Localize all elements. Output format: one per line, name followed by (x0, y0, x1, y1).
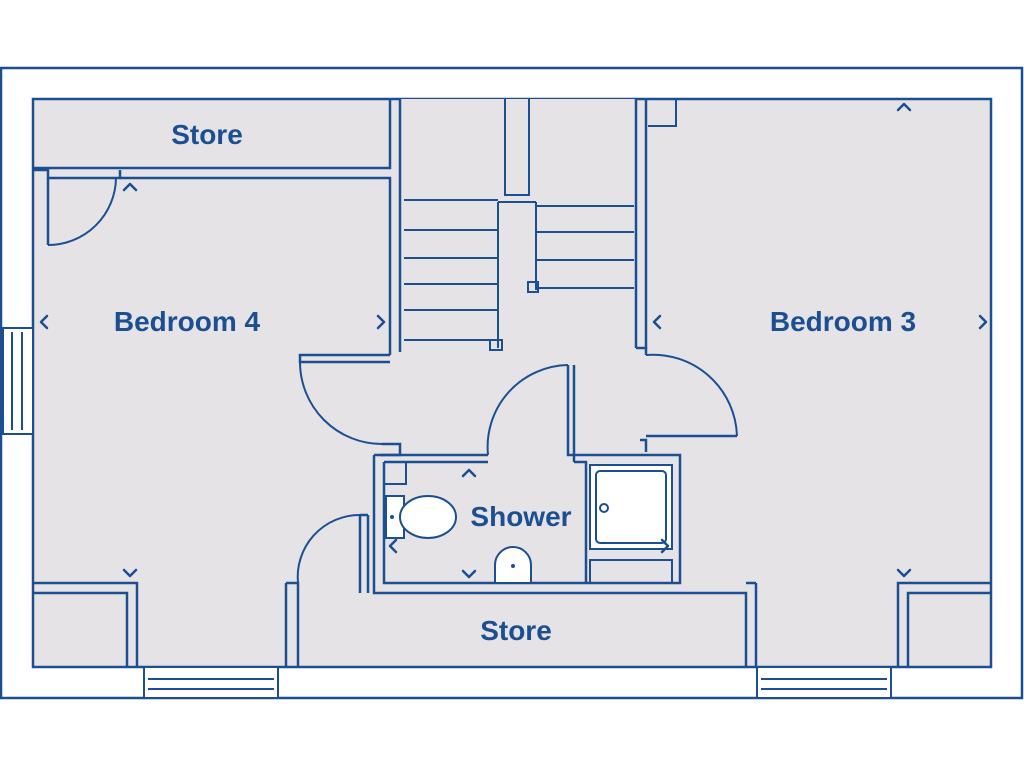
basin (494, 546, 532, 584)
bedroom-3-wall (644, 98, 677, 348)
window-bottom-left (143, 666, 279, 699)
room-label-store-top: Store (171, 119, 243, 150)
shower-tray (589, 464, 673, 584)
window-left (2, 327, 34, 435)
shower-room-walls (372, 364, 748, 667)
bedroom-4-entry-door (46, 177, 117, 246)
dimension-markers (39, 102, 988, 579)
store-bottom-wall (746, 581, 758, 667)
staircase (398, 99, 638, 352)
bedroom-4-closet (33, 581, 139, 667)
bedroom-3-closet (896, 581, 991, 667)
toilet (385, 495, 457, 539)
window-bottom-right (756, 666, 892, 699)
room-label-store-bottom: Store (480, 615, 552, 646)
bedroom-3-door (636, 346, 738, 452)
room-label-shower: Shower (470, 501, 571, 532)
room-label-bedroom-4: Bedroom 4 (114, 306, 261, 337)
store-bottom-door (284, 513, 370, 667)
room-label-bedroom-3: Bedroom 3 (770, 306, 916, 337)
